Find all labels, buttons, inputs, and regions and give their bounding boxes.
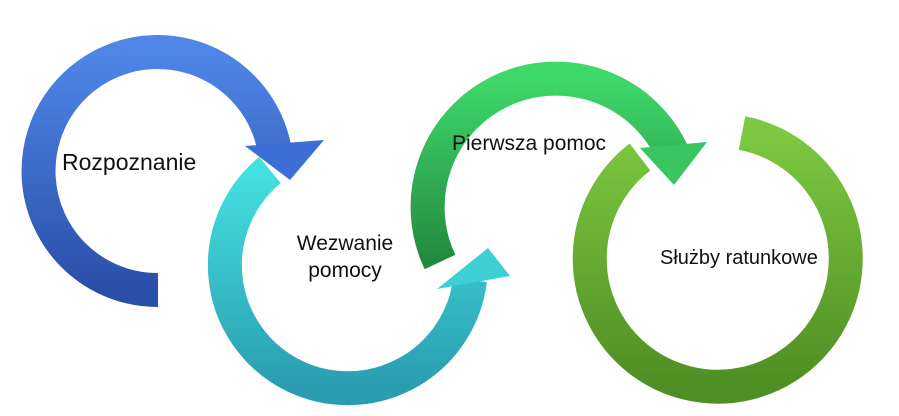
step-1-label: Rozpoznanie (62, 149, 197, 175)
step-3-arrow (410, 61, 707, 270)
step-2-label: Wezwanie pomocy (296, 232, 394, 283)
step-1-arrow (21, 35, 324, 308)
step-4-label: Służby ratunkowe (660, 247, 818, 269)
step-3-label: Pierwsza pomoc (452, 132, 607, 155)
step-2-arrow (207, 156, 510, 406)
step-4-arrow (572, 116, 863, 404)
